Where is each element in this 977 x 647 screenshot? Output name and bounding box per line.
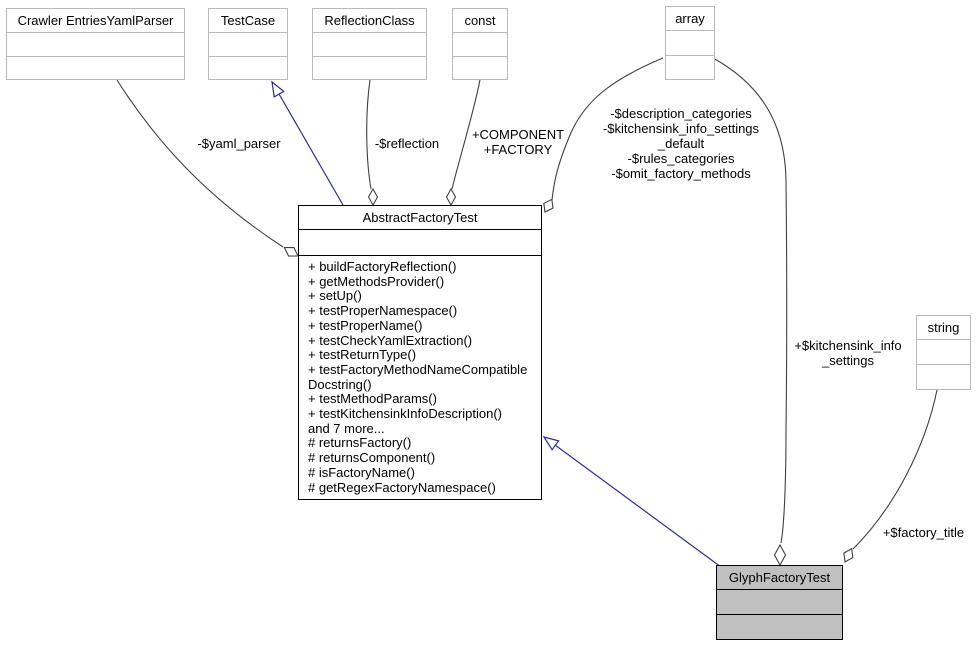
methods-compartment [717, 614, 842, 639]
class-name: const [464, 13, 496, 28]
attributes-compartment [209, 32, 287, 56]
class-name: ReflectionClass [324, 13, 415, 28]
method-entry-wrap: Docstring() [308, 376, 372, 392]
methods-compartment [453, 55, 507, 80]
method-entry: + buildFactoryReflection() [308, 259, 457, 274]
attributes-compartment [717, 589, 842, 614]
method-entry: + testFactoryMethodNameCompatible [308, 361, 528, 377]
attributes-compartment [453, 32, 507, 56]
attributes-compartment [666, 30, 714, 55]
more-methods-note: and 7 more... [308, 420, 385, 436]
method-entry: + testCheckYamlExtraction() [308, 332, 473, 348]
aggregation-diamond-string [843, 547, 854, 563]
methods-compartment [917, 364, 970, 389]
aggregation-diamond-reflection [367, 187, 379, 207]
attributes-compartment [313, 32, 426, 56]
edge-label-yaml-parser: -$yaml_parser [197, 136, 281, 151]
method-entry: # returnsComponent() [308, 450, 436, 466]
class-name: string [927, 320, 960, 335]
method-entry: + setUp() [308, 288, 362, 304]
method-entry: + getMethodsProvider() [308, 273, 445, 289]
attributes-compartment [299, 229, 541, 255]
edge-label-kitchensink-info-settings: +$kitchensink_info _settings [794, 338, 902, 368]
aggregation-diamond-array-glyph [773, 543, 787, 567]
aggregation-edge-crawler-abstract [116, 79, 284, 248]
edge-label-array-members: -$description_categories -$kitchensink_i… [602, 106, 760, 181]
class-node-reflectionclass[interactable]: ReflectionClass [312, 8, 427, 80]
attributes-compartment [917, 339, 970, 364]
aggregation-diamond-const [445, 187, 457, 207]
methods-compartment [7, 55, 184, 80]
inheritance-arrow-abstract [542, 436, 560, 451]
methods-compartment [666, 54, 714, 80]
class-name: Crawler EntriesYamlParser [17, 13, 174, 28]
class-name: GlyphFactoryTest [728, 570, 831, 585]
edge-label-reflection: -$reflection [374, 136, 440, 151]
attributes-compartment [7, 32, 184, 56]
methods-compartment [209, 55, 287, 80]
methods-compartment [313, 55, 426, 80]
class-node-const[interactable]: const [452, 8, 508, 80]
edge-label-factory-title: +$factory_title [882, 525, 965, 540]
class-name: TestCase [220, 13, 276, 28]
aggregation-diamond-crawler [283, 246, 299, 257]
class-node-abstractfactorytest[interactable]: AbstractFactoryTest + buildFactoryReflec… [298, 205, 542, 500]
aggregation-diamond-array-abstract [543, 198, 554, 213]
class-node-crawler-entriesyamlparser[interactable]: Crawler EntriesYamlParser [6, 8, 185, 80]
edge-label-component-factory: +COMPONENT +FACTORY [471, 127, 565, 157]
method-entry: + testKitchensinkInfoDescription() [308, 406, 503, 422]
method-entry: # getRegexFactoryNamespace() [308, 479, 496, 495]
class-node-string[interactable]: string [916, 315, 971, 390]
aggregation-edge-reflection-abstract [366, 79, 372, 190]
class-node-testcase[interactable]: TestCase [208, 8, 288, 80]
class-node-glyphfactorytest[interactable]: GlyphFactoryTest [716, 565, 843, 640]
class-node-array[interactable]: array [665, 6, 715, 80]
class-name: AbstractFactoryTest [362, 210, 478, 225]
inheritance-arrow-testcase [271, 80, 285, 98]
method-entry: # returnsFactory() [308, 435, 412, 451]
method-entry: + testReturnType() [308, 347, 417, 363]
method-entry: + testProperName() [308, 317, 423, 333]
method-entry: + testProperNamespace() [308, 303, 458, 319]
method-entry: + testMethodParams() [308, 391, 437, 407]
class-name: array [675, 11, 705, 26]
method-entry: # isFactoryName() [308, 464, 415, 480]
inheritance-edge-glyph-abstract [554, 444, 722, 568]
methods-compartment: + buildFactoryReflection() + getMethodsP… [299, 255, 541, 495]
